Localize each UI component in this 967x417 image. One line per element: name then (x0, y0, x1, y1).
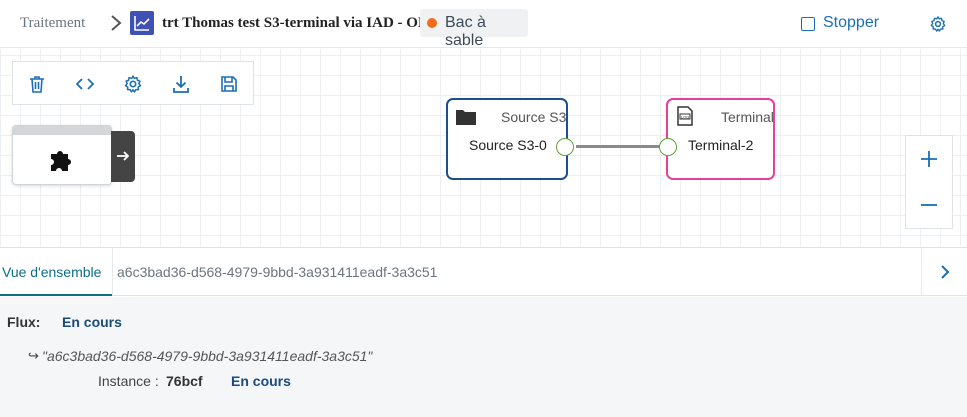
checkbox-icon (801, 17, 815, 31)
palette-toggle-button[interactable] (111, 131, 135, 182)
instance-id: 76bcf (166, 373, 203, 389)
gear-icon[interactable] (123, 74, 143, 94)
instance-label: Instance : (98, 373, 159, 389)
trash-icon[interactable] (27, 74, 47, 94)
flux-status: En cours (62, 314, 122, 330)
component-palette[interactable] (12, 125, 112, 185)
flux-id: "a6c3bad36-d568-4979-9bbd-3a931411eadf-3… (42, 348, 373, 364)
puzzle-piece-icon (51, 151, 71, 171)
save-icon[interactable] (219, 74, 239, 94)
flow-status-panel: Flux: En cours ↪ "a6c3bad36-d568-4979-9b… (0, 297, 967, 417)
tab-overview[interactable]: Vue d'ensemble (0, 248, 112, 296)
node-type-label: Terminal (721, 109, 774, 125)
svg-text:LOG: LOG (681, 114, 689, 119)
tab-flow-id[interactable]: a6c3bad36-d568-4979-9bbd-3a931411eadf-3a… (117, 264, 438, 280)
tab-divider (112, 248, 113, 296)
breadcrumb-traitement[interactable]: Traitement (20, 15, 86, 31)
flow-canvas[interactable]: Source S3 Source S3-0 LOG Terminal Termi… (0, 49, 967, 246)
output-port[interactable] (556, 138, 574, 156)
sandbox-label: Bac à sable (445, 14, 486, 49)
node-source-s3[interactable]: Source S3 Source S3-0 (446, 98, 568, 180)
chevron-right-icon (941, 265, 950, 279)
node-type-label: Source S3 (501, 109, 567, 125)
node-terminal[interactable]: LOG Terminal Terminal-2 (666, 98, 775, 180)
log-file-icon: LOG (677, 106, 693, 126)
connection-link[interactable] (576, 145, 662, 148)
zoom-controls (905, 135, 953, 229)
instance-status: En cours (231, 373, 291, 389)
node-name: Source S3-0 (469, 137, 547, 153)
plus-icon[interactable] (906, 136, 952, 182)
chevron-right-icon (111, 15, 122, 31)
tab-overview-label: Vue d'ensemble (2, 264, 102, 280)
arrow-right-icon (117, 151, 130, 161)
download-icon[interactable] (171, 74, 191, 94)
top-header: Traitement trt Thomas test S3-terminal v… (0, 0, 967, 49)
bottom-tabs: Vue d'ensemble a6c3bad36-d568-4979-9bbd-… (0, 247, 967, 296)
input-port[interactable] (659, 138, 677, 156)
status-dot (427, 18, 437, 28)
flux-label: Flux: (7, 314, 41, 330)
canvas-toolbar (12, 61, 254, 105)
palette-header (13, 126, 111, 135)
tab-next-button[interactable] (921, 248, 967, 296)
return-arrow-icon: ↪ (28, 348, 39, 363)
stop-label: Stopper (823, 14, 880, 31)
gear-icon[interactable] (929, 15, 947, 33)
node-name: Terminal-2 (688, 137, 754, 153)
minus-icon[interactable] (906, 182, 952, 228)
sandbox-badge: Bac à sable (420, 9, 528, 49)
page-title: trt Thomas test S3-terminal via IAD - OK (162, 15, 430, 31)
chart-line-icon (130, 11, 154, 35)
folder-icon (456, 110, 476, 125)
code-icon[interactable] (75, 74, 95, 94)
